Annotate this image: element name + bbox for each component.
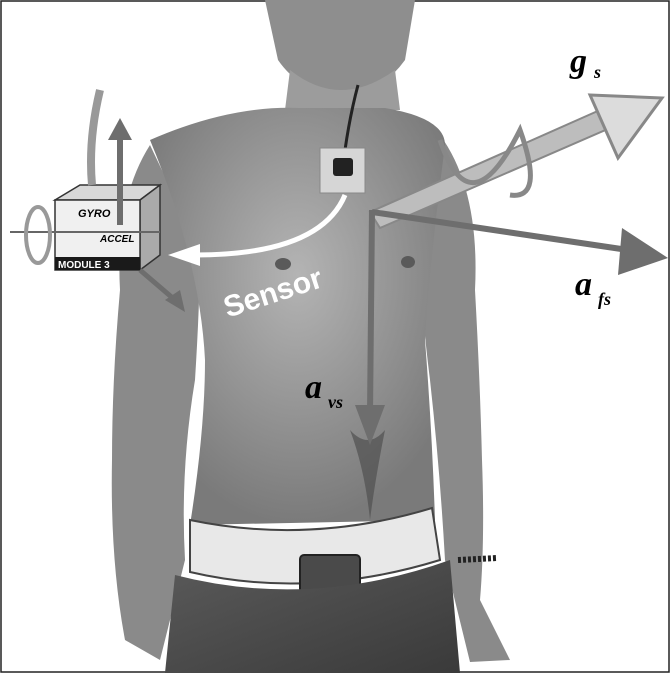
module-side-face [140,185,160,270]
forward-accel-subscript: fs [598,289,611,309]
left-nipple [275,258,291,270]
sensor-unit [333,158,353,176]
right-nipple [401,256,415,268]
gravity-vector-label: g [569,43,587,80]
module-name-label: MODULE 3 [58,260,110,271]
gyro-label: GYRO [78,208,111,220]
vertical-accel-subscript: vs [328,392,343,412]
gravity-vector-subscript: s [593,62,601,82]
vertical-accel-label: a [305,369,322,406]
accel-label: ACCEL [99,234,134,245]
vertical-accel-arrow [370,210,372,415]
forward-accel-label: a [575,266,592,303]
